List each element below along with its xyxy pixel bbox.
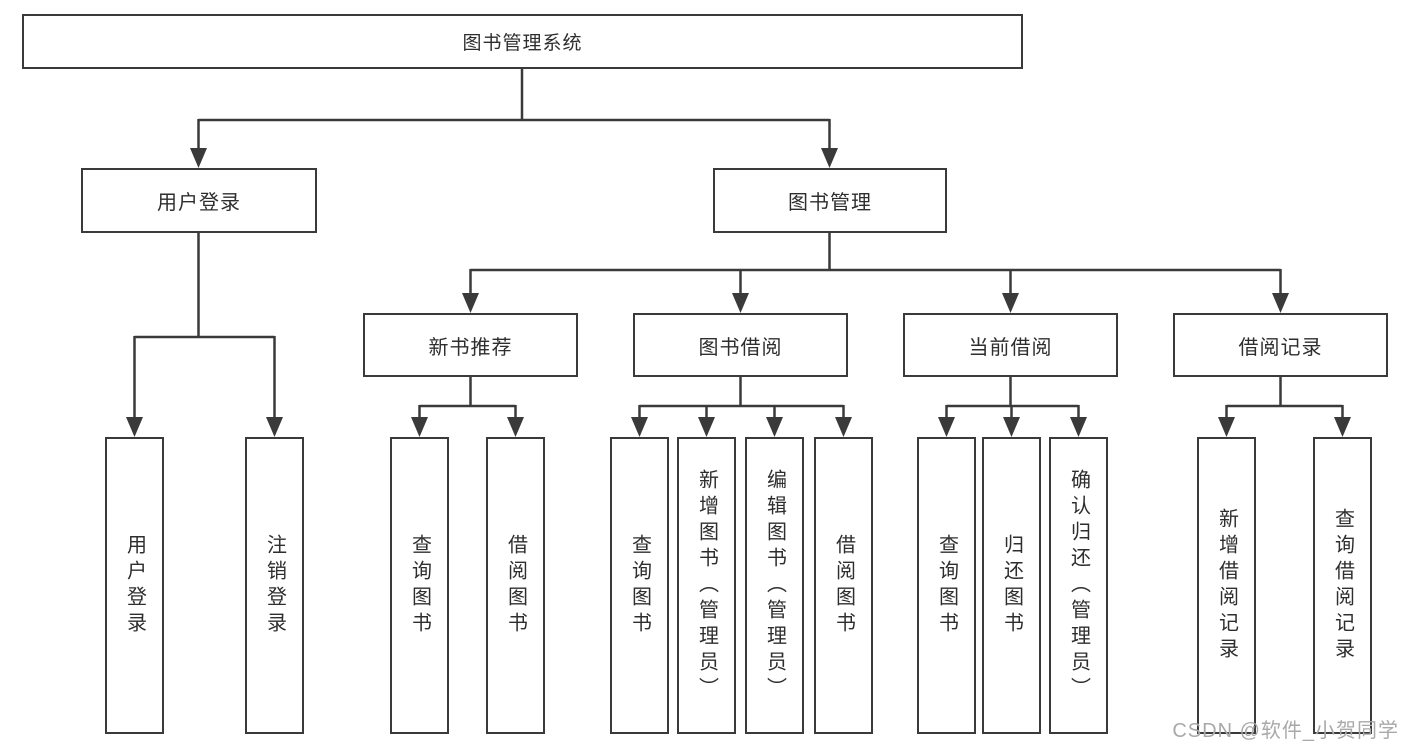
node-leaf-add-book-admin: 新增图书（管理员）	[677, 437, 736, 734]
node-book-borrow-label: 图书借阅	[698, 336, 783, 359]
node-current-borrow-label: 当前借阅	[968, 336, 1053, 359]
node-leaf-query-borrow-record: 查询借阅记录	[1313, 437, 1372, 734]
node-leaf-return-book: 归还图书	[982, 437, 1041, 734]
node-root-system: 图书管理系统	[22, 14, 1023, 69]
node-leaf-logout: 注销登录	[245, 437, 304, 734]
node-new-book-recommend-label: 新书推荐	[428, 336, 513, 359]
node-user-login-module-label: 用户登录	[157, 192, 241, 214]
node-leaf-confirm-return-admin: 确认归还（管理员）	[1049, 437, 1108, 734]
csdn-watermark: CSDN @软件_小贺同学	[1172, 720, 1399, 742]
node-leaf-query-books-borrow: 查询图书	[610, 437, 669, 734]
node-new-book-recommend: 新书推荐	[363, 313, 578, 377]
node-root-system-label: 图书管理系统	[462, 33, 583, 54]
arrowheads	[126, 148, 1351, 437]
node-leaf-edit-book-admin-label: 编辑图书（管理员）	[763, 468, 786, 703]
node-leaf-query-books-borrow-label: 查询图书	[628, 533, 651, 638]
node-book-management-module-label: 图书管理	[788, 192, 872, 214]
node-leaf-add-borrow-record-label: 新增借阅记录	[1215, 507, 1238, 664]
node-current-borrow: 当前借阅	[903, 313, 1118, 377]
node-leaf-query-borrow-record-label: 查询借阅记录	[1331, 507, 1354, 664]
node-book-management-module: 图书管理	[713, 168, 947, 233]
node-borrow-records: 借阅记录	[1173, 313, 1388, 377]
node-borrow-records-label: 借阅记录	[1238, 336, 1323, 359]
node-leaf-borrow-book: 借阅图书	[814, 437, 873, 734]
node-leaf-user-login-label: 用户登录	[123, 533, 146, 638]
node-leaf-query-books-recommend-label: 查询图书	[408, 533, 431, 638]
node-leaf-borrow-books-recommend-label: 借阅图书	[504, 533, 527, 638]
node-book-borrow: 图书借阅	[633, 313, 848, 377]
node-leaf-add-book-admin-label: 新增图书（管理员）	[695, 468, 718, 703]
node-leaf-confirm-return-admin-label: 确认归还（管理员）	[1067, 468, 1090, 703]
node-leaf-query-books-current-label: 查询图书	[935, 533, 958, 638]
node-leaf-borrow-books-recommend: 借阅图书	[486, 437, 545, 734]
node-user-login-module: 用户登录	[81, 168, 317, 233]
node-leaf-borrow-book-label: 借阅图书	[832, 533, 855, 638]
node-leaf-user-login: 用户登录	[105, 437, 164, 734]
connector-stems	[133, 69, 1344, 418]
node-leaf-query-books-current: 查询图书	[917, 437, 976, 734]
node-leaf-query-books-recommend: 查询图书	[390, 437, 449, 734]
node-leaf-edit-book-admin: 编辑图书（管理员）	[745, 437, 804, 734]
node-leaf-add-borrow-record: 新增借阅记录	[1197, 437, 1256, 734]
node-leaf-logout-label: 注销登录	[263, 533, 286, 638]
node-leaf-return-book-label: 归还图书	[1000, 533, 1023, 638]
